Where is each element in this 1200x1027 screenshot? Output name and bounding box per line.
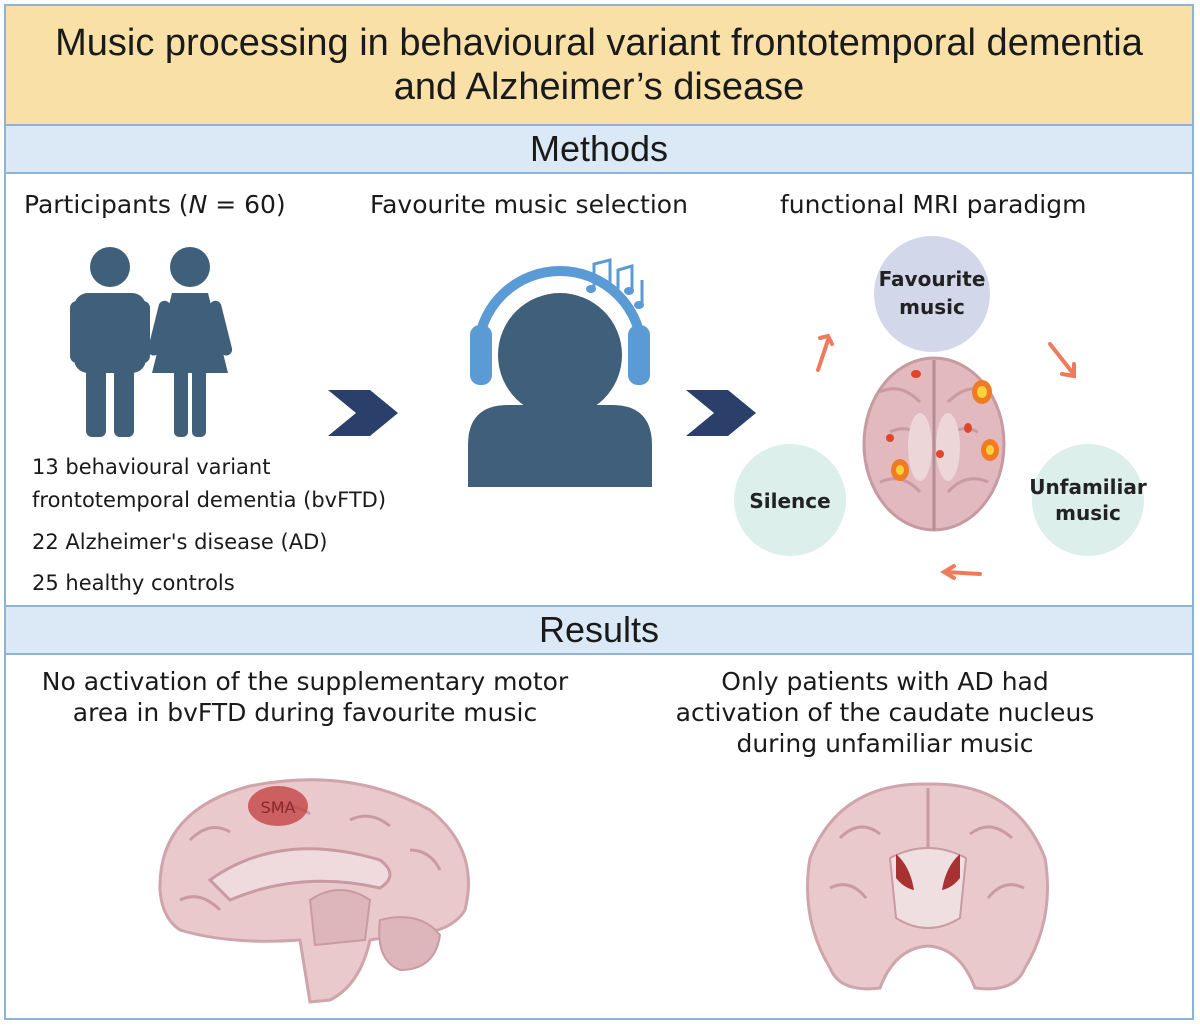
results-heading: Results — [538, 609, 660, 650]
unfamiliar-music-label-line1: Unfamiliar — [1029, 475, 1147, 499]
group-bvftd-line1: 13 behavioural variant — [32, 455, 271, 479]
title-band: Music processing in behavioural variant … — [6, 6, 1192, 126]
participants-n-symbol: N — [188, 190, 208, 219]
music-selection-heading: Favourite music selection — [370, 190, 688, 219]
silence-bubble — [734, 444, 846, 556]
group-bvftd-line2: frontotemporal dementia (bvFTD) — [32, 488, 387, 512]
methods-heading: Methods — [529, 128, 669, 169]
result-left-text: No activation of the supplementary motor… — [41, 667, 569, 727]
chevron-right-icon — [686, 390, 756, 436]
fmri-cycle-diagram: Favourite music Silence Unfamiliar music — [734, 236, 1147, 580]
sma-label: SMA — [261, 798, 296, 817]
people-icon — [70, 247, 233, 437]
silence-label: Silence — [749, 489, 830, 513]
fmri-heading: functional MRI paradigm — [780, 190, 1087, 219]
participants-heading-prefix: Participants ( — [24, 190, 189, 219]
unfamiliar-music-bubble — [1032, 444, 1144, 556]
favourite-music-label-line2: music — [899, 295, 965, 319]
sagittal-brain-icon: SMA — [158, 778, 470, 1004]
sma-region — [248, 786, 308, 826]
axial-brain-icon — [862, 356, 1006, 532]
caudate-right — [942, 854, 960, 890]
figure-frame — [4, 4, 1194, 1020]
results-heading-band: Results — [6, 605, 1192, 655]
participants-heading-suffix: = 60) — [207, 190, 286, 219]
group-ad: 22 Alzheimer's disease (AD) — [32, 530, 328, 554]
result-right-text: Only patients with AD had activation of … — [675, 667, 1095, 758]
methods-heading-band: Methods — [6, 124, 1192, 174]
group-controls: 25 healthy controls — [32, 571, 235, 595]
coronal-brain-icon — [806, 782, 1049, 991]
figure-title: Music processing in behavioural variant … — [55, 22, 1143, 108]
unfamiliar-music-label-line2: music — [1055, 501, 1121, 525]
favourite-music-label-line1: Favourite — [879, 267, 986, 291]
cycle-arrows — [816, 333, 1076, 580]
music-notes-icon — [586, 258, 644, 309]
participants-heading: Participants (N = 60) — [24, 190, 286, 219]
favourite-music-bubble — [874, 236, 990, 352]
chevron-right-icon — [328, 390, 398, 436]
caudate-left — [896, 854, 914, 890]
headphones-listener-icon — [468, 266, 652, 487]
